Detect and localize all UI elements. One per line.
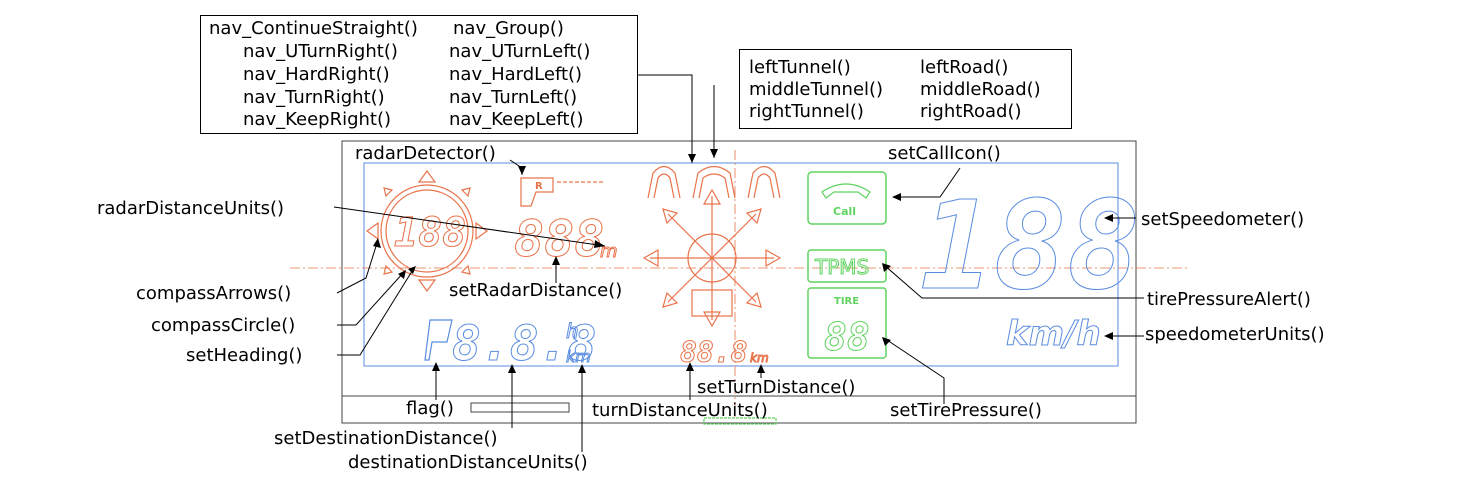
label-set-destination-distance: setDestinationDistance() (274, 428, 498, 449)
nav-row-5-left: nav_KeepRight() (243, 109, 392, 130)
nav-row-1-right: nav_Group() (453, 18, 564, 39)
tire-pressure-digits: 88 (824, 315, 870, 359)
tire-pressure-box (807, 287, 887, 359)
nav-row-3-left: nav_HardRight() (243, 64, 390, 85)
label-turn-distance-units: turnDistanceUnits() (592, 400, 768, 421)
nav-row-5-right: nav_KeepLeft() (449, 109, 584, 130)
road-functions-box: leftTunnel() leftRoad() middleTunnel() m… (739, 49, 1072, 129)
compass-arrow-left (365, 221, 379, 241)
label-radar-distance-units: radarDistanceUnits() (97, 198, 285, 219)
radar-detector-icon (520, 177, 554, 207)
call-text: Call (833, 205, 856, 218)
left-tunnel-icon (647, 165, 681, 199)
radar-distance-unit: m (600, 241, 618, 262)
turn-distance-digits: 88.8 (680, 336, 747, 369)
label-compass-circle: compassCircle() (151, 315, 296, 336)
road-row-1-left: leftTunnel() (749, 57, 851, 78)
speedometer-unit: km/h (1006, 314, 1101, 354)
turn-distance-unit: km (750, 351, 769, 365)
arrowheads (373, 149, 1113, 373)
label-compass-arrows: compassArrows() (136, 283, 292, 304)
road-row-1-right: leftRoad() (920, 57, 1009, 78)
radar-icon-letter: R (535, 181, 543, 192)
label-set-turn-distance: setTurnDistance() (697, 377, 856, 398)
label-set-tire-pressure: setTirePressure() (890, 400, 1042, 421)
speedometer-digits: 188 (920, 175, 1140, 317)
nav-keep-right-arrow (745, 208, 762, 225)
tire-text: TIRE (834, 296, 859, 307)
compass-group (365, 169, 489, 293)
nav-turn-right-arrow (745, 291, 762, 308)
label-set-call-icon: setCallIcon() (888, 143, 1001, 164)
destination-unit-bottom: km (566, 347, 591, 366)
nav-row-4-right: nav_TurnLeft() (449, 87, 578, 108)
compass-circle (380, 184, 474, 278)
tunnel-road-group (647, 165, 781, 199)
nav-row-2-left: nav_UTurnRight() (243, 41, 398, 62)
label-speedometer-units: speedometerUnits() (1145, 324, 1325, 345)
nav-arrows-group (642, 188, 782, 328)
destination-distance-digits: 8.8.8 (452, 316, 597, 372)
label-flag: flag() (406, 398, 454, 419)
right-tunnel-icon (747, 165, 781, 199)
road-row-2-left: middleTunnel() (749, 79, 884, 100)
nav-functions-box: nav_ContinueStraight() nav_Group() nav_U… (200, 15, 638, 134)
flag-icon (424, 319, 453, 361)
middle-tunnel-icon (692, 165, 736, 199)
compass-arrow-down (417, 279, 437, 293)
label-set-speedometer: setSpeedometer() (1141, 209, 1305, 230)
label-destination-distance-units: destinationDistanceUnits() (348, 452, 588, 473)
nav-row-3-right: nav_HardLeft() (449, 64, 583, 85)
nav-hard-right-arrow (765, 248, 782, 268)
label-tire-pressure-alert: tirePressureAlert() (1147, 289, 1311, 310)
destination-unit-top: h (566, 319, 579, 343)
bottom-indicator (703, 417, 777, 425)
nav-row-1-left: nav_ContinueStraight() (209, 18, 418, 39)
leader-lines (333, 74, 1144, 452)
label-set-heading: setHeading() (186, 345, 303, 366)
label-radar-detector: radarDetector() (355, 143, 496, 164)
lcd-active-area (363, 162, 1119, 367)
nav-keep-left-arrow (662, 208, 679, 225)
label-set-radar-distance: setRadarDistance() (449, 280, 623, 301)
road-row-3-right: rightRoad() (920, 101, 1022, 122)
nav-turn-left-arrow (662, 291, 679, 308)
call-icon (807, 171, 887, 225)
tpms-text: TPMS (814, 255, 869, 279)
compass-arrow-up (417, 169, 437, 183)
nav-uturn-arrow (702, 311, 722, 328)
compass-arrow-right (475, 221, 489, 241)
nav-continue-straight-arrow (702, 188, 722, 205)
nav-row-2-right: nav_UTurnLeft() (449, 41, 591, 62)
display-frame (341, 140, 1137, 424)
nav-row-4-left: nav_TurnRight() (243, 87, 385, 108)
nav-hard-left-arrow (642, 248, 659, 268)
flag-placeholder-bar (470, 402, 570, 413)
road-row-2-right: middleRoad() (920, 79, 1041, 100)
road-row-3-left: rightTunnel() (749, 101, 864, 122)
